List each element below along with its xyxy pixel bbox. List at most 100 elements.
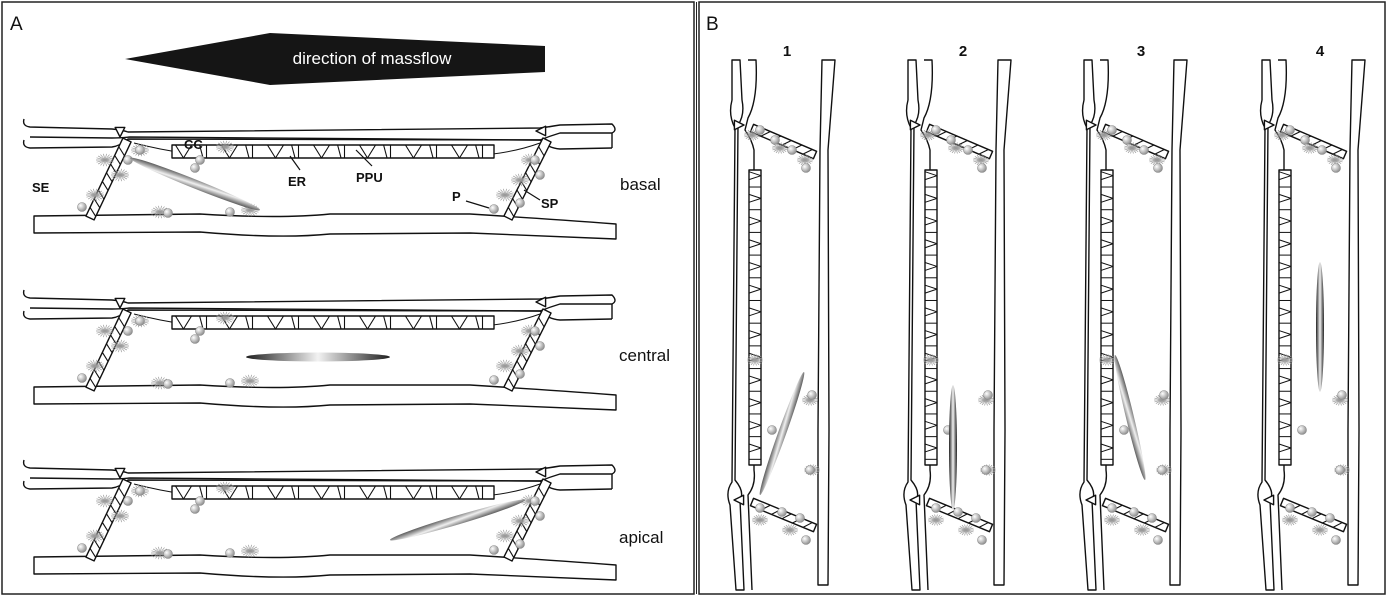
plastid	[1160, 391, 1169, 400]
stage-column-4	[1258, 60, 1365, 590]
stage-column-1	[728, 60, 835, 590]
plastid	[78, 203, 87, 212]
er-stack	[1312, 524, 1328, 535]
plastid	[932, 504, 941, 513]
stage-column-3	[1080, 60, 1187, 590]
plastid	[947, 136, 956, 145]
plastid	[136, 487, 145, 496]
sieve-plate-ladder	[86, 309, 131, 391]
plastid	[1332, 536, 1341, 545]
plastid	[536, 171, 545, 180]
er-stack	[1134, 524, 1150, 535]
plastid	[778, 508, 787, 517]
plastid	[982, 466, 991, 475]
sieve-plate-ladder	[504, 309, 551, 391]
ppu-chain	[1279, 170, 1291, 465]
plastid	[531, 327, 540, 336]
forisome	[1111, 354, 1149, 481]
plastid	[978, 164, 987, 173]
plastid	[196, 327, 205, 336]
plastid	[226, 208, 235, 217]
plastid	[78, 374, 87, 383]
plastid	[808, 391, 817, 400]
plastid	[164, 209, 173, 218]
sieve-plate-pore	[910, 495, 920, 505]
plastid	[1123, 136, 1132, 145]
plastid	[771, 136, 780, 145]
plastid	[1154, 164, 1163, 173]
ppu-chain	[749, 170, 761, 465]
stage-column-2	[904, 60, 1011, 590]
plastid	[972, 514, 981, 523]
label-sp: SP	[541, 196, 559, 211]
plastid	[1286, 126, 1295, 135]
plastid	[802, 164, 811, 173]
plastid	[191, 505, 200, 514]
sieve-plate-pore	[734, 495, 744, 505]
plastid	[1154, 536, 1163, 545]
stage-label-4: 4	[1316, 43, 1325, 60]
plastid	[756, 126, 765, 135]
plastid	[1298, 426, 1307, 435]
label-p: P	[452, 189, 461, 204]
plastid	[516, 199, 525, 208]
panel-a-sections	[24, 119, 616, 580]
plastid	[1336, 466, 1345, 475]
plastid	[932, 126, 941, 135]
sieve-plate-pore	[1086, 495, 1096, 505]
plastid	[516, 370, 525, 379]
position-label-basal: basal	[620, 175, 661, 194]
plastid	[1301, 136, 1310, 145]
sieve-plate-ladder	[86, 138, 131, 220]
plastid	[516, 540, 525, 549]
sieve-plate-pore	[1264, 120, 1274, 130]
stage-label-1: 1	[783, 43, 791, 60]
forisome	[949, 385, 957, 510]
sieve-plate-pore	[115, 468, 125, 478]
plastid	[788, 146, 797, 155]
plastid	[490, 546, 499, 555]
er-stack	[496, 360, 514, 372]
plastid	[1318, 146, 1327, 155]
er-stack	[496, 530, 514, 542]
er-stack	[1104, 514, 1120, 525]
ppu-chain	[925, 170, 937, 465]
plastid	[984, 391, 993, 400]
massflow-arrow-label: direction of massflow	[293, 49, 452, 68]
stage-label-2: 2	[959, 43, 967, 60]
plastid	[536, 342, 545, 351]
panel-b-letter: B	[706, 14, 719, 35]
forisome	[246, 353, 390, 362]
label-ppu: PPU	[356, 170, 383, 185]
plastid	[1308, 508, 1317, 517]
er-stack	[782, 524, 798, 535]
plastid	[1326, 514, 1335, 523]
sieve-plate-ladder	[86, 479, 131, 561]
sieve-plate-pore	[734, 120, 744, 130]
label-er: ER	[288, 174, 307, 189]
plastid	[191, 164, 200, 173]
sieve-tube-section-apical	[24, 460, 616, 580]
plastid	[164, 550, 173, 559]
plastid	[531, 156, 540, 165]
plastid	[802, 536, 811, 545]
plastid	[1158, 466, 1167, 475]
plastid	[1108, 126, 1117, 135]
sieve-plate-pore	[115, 127, 125, 137]
label-se: SE	[32, 180, 50, 195]
sieve-plate-ladder	[504, 479, 551, 561]
plastid	[768, 426, 777, 435]
panel-b-stages	[728, 60, 1365, 590]
label-cc: CC	[184, 137, 203, 152]
plastid	[1120, 426, 1129, 435]
er-stack	[1282, 514, 1298, 525]
plastid	[164, 380, 173, 389]
massflow-arrow: direction of massflow	[125, 33, 545, 85]
forisome	[128, 154, 261, 214]
plastid	[531, 497, 540, 506]
plastid	[796, 514, 805, 523]
leader-p	[466, 201, 489, 208]
er-stack	[928, 514, 944, 525]
panel-a-letter: A	[10, 14, 23, 35]
plastid	[1286, 504, 1295, 513]
